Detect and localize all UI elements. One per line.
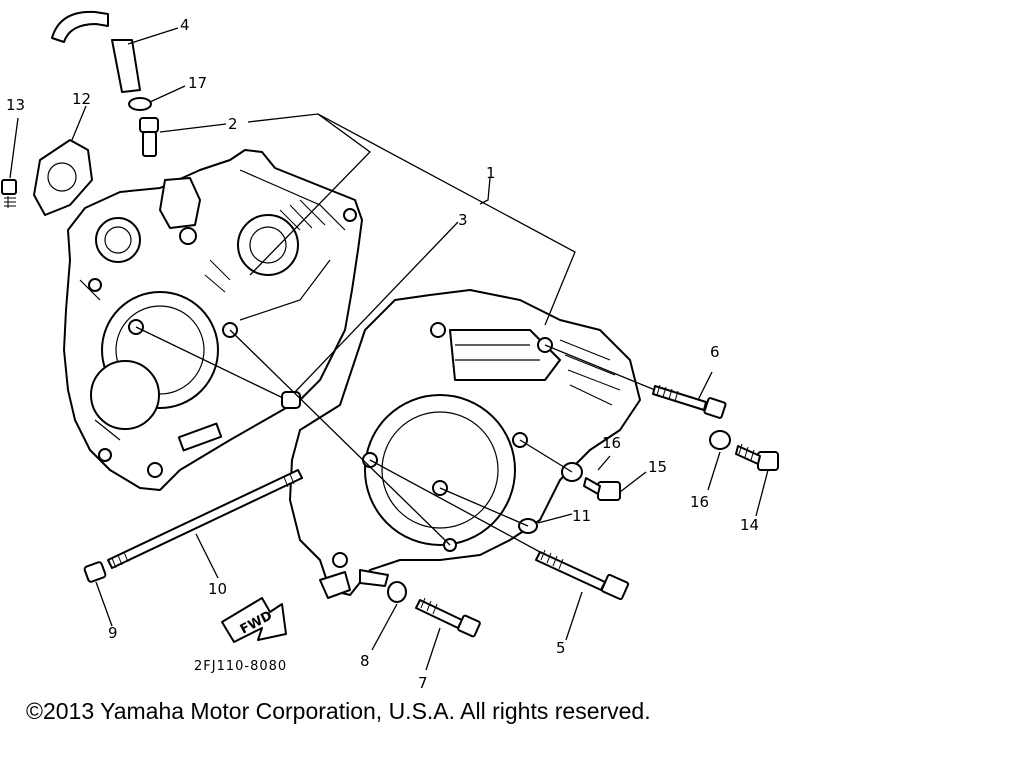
callout-16b: 16	[690, 493, 709, 511]
callout-3: 3	[458, 211, 468, 229]
callout-9: 9	[108, 624, 118, 642]
callout-15: 15	[648, 458, 667, 476]
part-15-bolt	[583, 477, 621, 501]
part-5-bolt	[535, 549, 630, 601]
leader-lines	[9, 27, 769, 671]
callout-10: 10	[208, 580, 227, 598]
fwd-arrow: FWD	[221, 597, 287, 643]
part-9-nut	[83, 561, 107, 583]
crankcase-exploded-diagram: FWD	[1, 10, 779, 692]
callout-16a: 16	[602, 434, 621, 452]
callout-2: 2	[228, 115, 238, 133]
part-7-bolt	[415, 597, 481, 638]
part-4-hose	[51, 10, 141, 93]
part-10-stud	[107, 469, 303, 569]
part-14-bolt	[735, 443, 779, 471]
right-crankcase	[289, 289, 641, 599]
callout-7: 7	[418, 674, 428, 692]
callout-17: 17	[188, 74, 207, 92]
callout-14: 14	[740, 516, 759, 534]
callout-12: 12	[72, 90, 91, 108]
callout-8: 8	[360, 652, 370, 670]
part-8-washer	[387, 581, 407, 603]
callout-1: 1	[486, 164, 496, 182]
callout-4: 4	[180, 16, 190, 34]
part-12-gasket	[33, 139, 93, 216]
part-6-bolt	[652, 384, 727, 419]
callout-13: 13	[6, 96, 25, 114]
callout-11: 11	[572, 507, 591, 525]
callout-numbers: 1 2 3 4 5 6 7 8 9 10 11 12 13 14 15 16 1…	[6, 16, 759, 692]
part-2-fitting	[139, 117, 159, 157]
part-3-dowel	[281, 391, 301, 409]
part-13-bolt	[1, 179, 17, 208]
drawing-code: 2FJ110-8080	[194, 659, 287, 674]
part-16-washer-b	[709, 430, 731, 450]
copyright-notice: ©2013 Yamaha Motor Corporation, U.S.A. A…	[26, 698, 651, 724]
callout-6: 6	[710, 343, 720, 361]
callout-5: 5	[556, 639, 566, 657]
part-17-clamp	[128, 97, 152, 111]
